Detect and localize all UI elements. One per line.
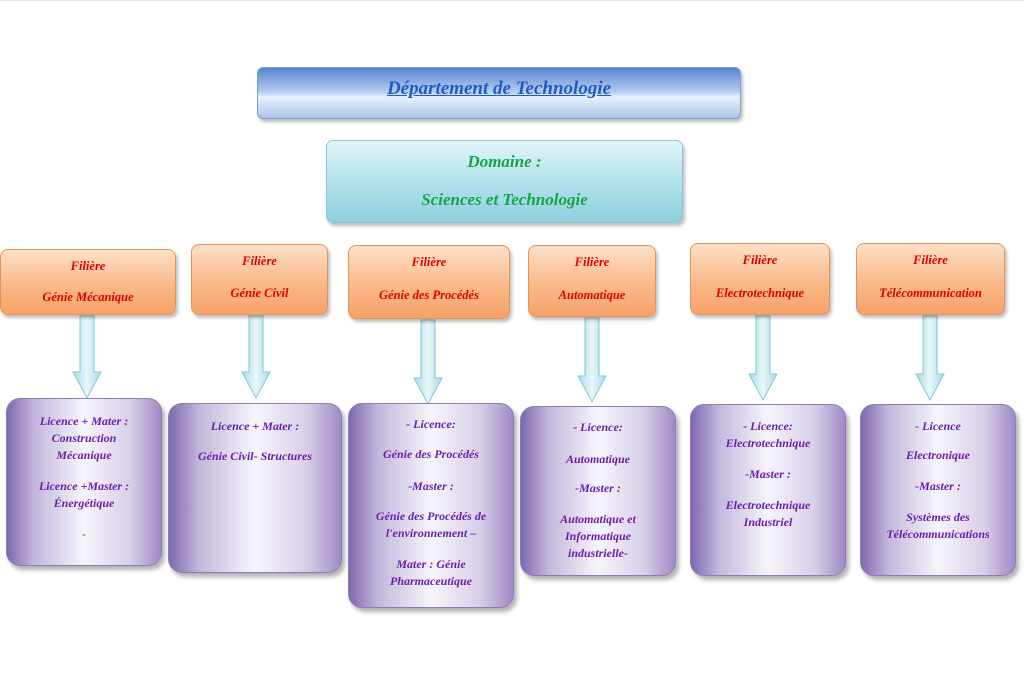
- filiere-name: Télécommunication: [879, 286, 982, 300]
- filiere-label: Filière: [913, 253, 948, 267]
- programs-telecommunication: - Licence Electronique -Master : Système…: [860, 404, 1016, 576]
- arrow-automatique: [577, 317, 607, 404]
- filiere-genie-procedes: Filière Génie des Procédés: [348, 245, 510, 319]
- arrow-genie-mecanique: [72, 315, 102, 400]
- filiere-name: Automatique: [558, 288, 626, 302]
- program-line: Mater : Génie: [396, 557, 466, 571]
- filiere-label: Filière: [742, 253, 778, 267]
- program-line: - Licence:: [573, 420, 623, 434]
- programs-genie-civil: Licence + Mater : Génie Civil- Structure…: [168, 403, 342, 573]
- department-box: Département de Technologie: [257, 67, 741, 119]
- filiere-automatique: Filière Automatique: [528, 245, 656, 317]
- program-line: Automatique: [565, 452, 630, 466]
- filiere-name: Génie Civil: [230, 286, 289, 300]
- programs-genie-procedes: - Licence: Génie des Procédés -Master : …: [348, 403, 514, 608]
- domain-name: Sciences et Technologie: [421, 190, 588, 209]
- program-line: - Licence: [915, 419, 961, 433]
- program-line: -Master :: [915, 479, 961, 493]
- program-line: Electronique: [905, 448, 970, 462]
- program-line: Systèmes des: [906, 510, 970, 524]
- program-line: Génie des Procédés: [383, 447, 479, 461]
- program-line: - Licence:: [743, 419, 793, 433]
- filiere-label: Filière: [242, 254, 277, 268]
- arrow-electrotechnique: [748, 315, 778, 402]
- program-line: Construction: [51, 431, 117, 445]
- domain-box: Domaine : Sciences et Technologie: [326, 140, 683, 223]
- filiere-name: Génie des Procédés: [379, 288, 479, 302]
- program-line: Licence +Master :: [38, 479, 130, 493]
- filiere-label: Filière: [574, 255, 610, 269]
- program-line: Génie des Procédés de: [375, 509, 487, 523]
- program-line: -Master :: [745, 467, 791, 481]
- filiere-genie-mecanique: Filière Génie Mécanique: [0, 249, 176, 315]
- page-top-border: [0, 0, 1024, 1]
- program-line: Electrotechnique: [725, 498, 811, 512]
- department-title: Département de Technologie: [386, 78, 612, 99]
- program-line: -: [82, 527, 86, 541]
- filiere-name: Génie Mécanique: [42, 290, 134, 304]
- program-line: -Master :: [575, 481, 621, 495]
- program-line: Industriel: [743, 515, 793, 529]
- program-line: Mécanique: [56, 448, 112, 462]
- program-line: Automatique et: [560, 512, 636, 526]
- program-line: industrielle-: [567, 546, 628, 560]
- filiere-electrotechnique: Filière Electrotechnique: [690, 243, 830, 315]
- program-line: Génie Civil- Structures: [197, 449, 312, 463]
- programs-automatique: - Licence: Automatique -Master : Automat…: [520, 406, 676, 576]
- programs-genie-mecanique: Licence + Mater : Construction Mécanique…: [6, 398, 162, 566]
- program-line: Informatique: [564, 529, 631, 543]
- program-line: Énergétique: [53, 496, 115, 510]
- filiere-genie-civil: Filière Génie Civil: [191, 244, 328, 315]
- program-line: Electrotechnique: [725, 436, 811, 450]
- arrow-genie-procedes: [413, 319, 443, 406]
- program-line: Télécommunications: [886, 527, 990, 541]
- program-line: Licence + Mater :: [210, 419, 300, 433]
- program-line: - Licence:: [406, 417, 456, 431]
- program-line: Pharmaceutique: [389, 574, 472, 588]
- filiere-label: Filière: [70, 259, 106, 273]
- programs-electrotechnique: - Licence: Electrotechnique -Master : El…: [690, 404, 846, 576]
- program-line: l'environnement –: [385, 526, 477, 540]
- filiere-telecommunication: Filière Télécommunication: [856, 243, 1005, 315]
- program-line: Licence + Mater :: [39, 414, 129, 428]
- program-line: -Master :: [408, 479, 454, 493]
- filiere-name: Electrotechnique: [715, 286, 805, 300]
- domain-label: Domaine :: [467, 152, 542, 171]
- filiere-label: Filière: [411, 255, 447, 269]
- arrow-genie-civil: [241, 315, 271, 400]
- arrow-telecommunication: [915, 315, 945, 402]
